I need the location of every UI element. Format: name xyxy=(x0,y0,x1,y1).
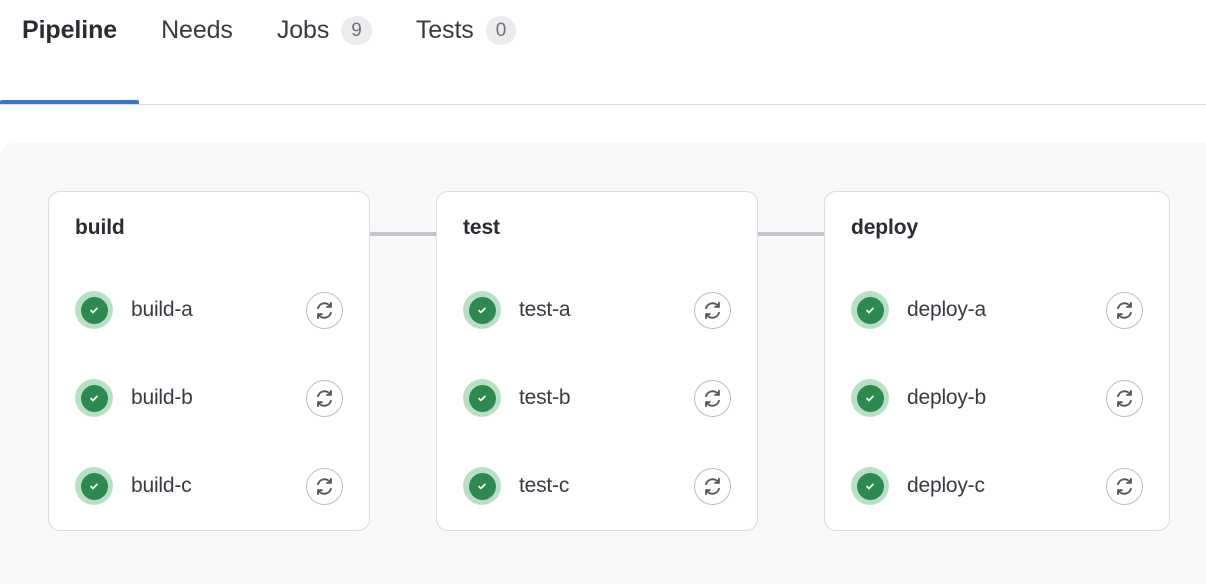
check-circle-icon xyxy=(851,467,889,505)
retry-icon[interactable] xyxy=(306,467,343,505)
job-name: test-c xyxy=(519,474,570,497)
job-row[interactable]: build-b xyxy=(49,354,369,442)
stage-card-build: build build-a build-b build-c xyxy=(48,191,370,531)
job-name: deploy-a xyxy=(907,298,986,321)
retry-icon[interactable] xyxy=(694,379,731,417)
job-row[interactable]: deploy-b xyxy=(825,354,1169,442)
job-row[interactable]: test-a xyxy=(437,266,757,354)
retry-icon[interactable] xyxy=(694,291,731,329)
tab-tests[interactable]: Tests 0 xyxy=(394,0,538,104)
tab-count-badge: 9 xyxy=(341,15,372,45)
tab-label: Needs xyxy=(161,15,233,44)
check-circle-core xyxy=(468,472,496,500)
tab-list: Pipeline Needs Jobs 9 Tests 0 xyxy=(0,0,538,104)
job-row[interactable]: test-b xyxy=(437,354,757,442)
tab-pipeline[interactable]: Pipeline xyxy=(0,0,140,104)
stage-title: deploy xyxy=(851,216,919,239)
job-name: build-b xyxy=(131,386,193,409)
job-name: test-a xyxy=(519,298,571,321)
job-list: test-a test-b test-c xyxy=(437,266,757,530)
job-name: deploy-c xyxy=(907,474,985,497)
stage-connector-line xyxy=(370,232,436,236)
job-row[interactable]: test-c xyxy=(437,442,757,530)
stage-card-deploy: deploy deploy-a deploy-b deploy-c xyxy=(824,191,1170,531)
stage-card-test: test test-a test-b test-c xyxy=(436,191,758,531)
active-tab-indicator xyxy=(0,100,140,104)
check-circle-icon xyxy=(75,467,113,505)
tab-label: Tests xyxy=(415,15,474,44)
job-list: build-a build-b build-c xyxy=(49,266,369,530)
check-circle-core xyxy=(856,384,884,412)
job-row[interactable]: deploy-c xyxy=(825,442,1169,530)
stage-title: test xyxy=(463,216,500,239)
retry-icon[interactable] xyxy=(1106,467,1143,505)
job-name: test-b xyxy=(519,386,571,409)
check-circle-core xyxy=(856,296,884,324)
tab-label: Pipeline xyxy=(22,15,118,44)
job-row[interactable]: build-c xyxy=(49,442,369,530)
stage-title: build xyxy=(75,216,125,239)
check-circle-core xyxy=(80,384,108,412)
tab-count-badge: 0 xyxy=(485,15,517,45)
check-circle-icon xyxy=(75,379,113,417)
check-circle-icon xyxy=(75,291,113,329)
job-name: build-c xyxy=(131,474,192,497)
job-list: deploy-a deploy-b deploy-c xyxy=(825,266,1169,530)
pipeline-tabbar: Pipeline Needs Jobs 9 Tests 0 xyxy=(0,0,1206,105)
tabbar-divider xyxy=(0,104,1206,105)
job-row[interactable]: build-a xyxy=(49,266,369,354)
stage-connector-line xyxy=(758,232,824,236)
tab-needs[interactable]: Needs xyxy=(139,0,255,104)
check-circle-icon xyxy=(463,291,501,329)
check-circle-icon xyxy=(851,379,889,417)
check-circle-core xyxy=(80,472,108,500)
job-name: build-a xyxy=(131,298,193,321)
check-circle-icon xyxy=(851,291,889,329)
check-circle-core xyxy=(856,472,884,500)
job-name: deploy-b xyxy=(907,386,986,409)
check-circle-icon xyxy=(463,467,501,505)
check-circle-core xyxy=(468,296,496,324)
retry-icon[interactable] xyxy=(1106,379,1143,417)
tab-jobs[interactable]: Jobs 9 xyxy=(255,0,394,104)
retry-icon[interactable] xyxy=(306,291,343,329)
check-circle-core xyxy=(80,296,108,324)
job-row[interactable]: deploy-a xyxy=(825,266,1169,354)
retry-icon[interactable] xyxy=(694,467,731,505)
retry-icon[interactable] xyxy=(306,379,343,417)
check-circle-icon xyxy=(463,379,501,417)
retry-icon[interactable] xyxy=(1106,291,1143,329)
check-circle-core xyxy=(468,384,496,412)
tab-label: Jobs xyxy=(276,15,330,44)
